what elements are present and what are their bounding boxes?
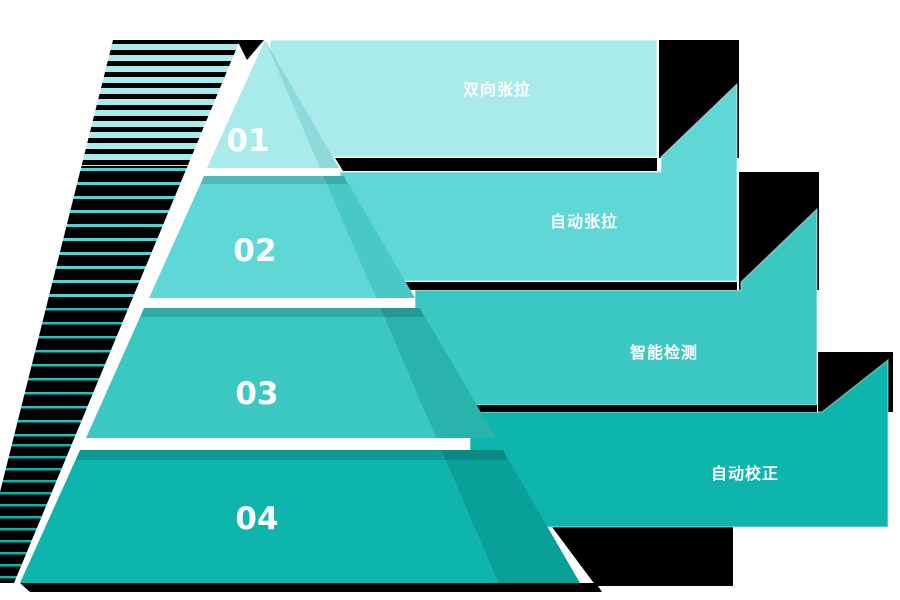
ribbon3-under-shadow xyxy=(473,405,817,412)
pyramid-fold3 xyxy=(380,308,496,438)
stripe-zone-1 xyxy=(0,40,240,166)
pyramid-fold1 xyxy=(265,40,339,168)
pyramid-base-shadow xyxy=(20,583,602,592)
ribbon1-under-shadow xyxy=(335,158,657,171)
level1-number: 01 xyxy=(226,123,269,159)
level2-number: 02 xyxy=(233,233,276,269)
pyramid-band4 xyxy=(20,450,498,583)
band2-top-shading xyxy=(201,176,347,184)
pyramid-band1 xyxy=(207,40,320,168)
band3-top-shading xyxy=(140,308,424,317)
pyramid-band3 xyxy=(86,308,436,438)
level3-number: 03 xyxy=(235,376,278,412)
level3-label: 智能检测 xyxy=(630,343,698,362)
level4-label: 自动校正 xyxy=(711,464,779,483)
pyramid-band2 xyxy=(149,176,376,298)
ribbon2-under-shadow xyxy=(403,282,737,290)
band4-top-shading xyxy=(76,450,507,460)
apex-shadow-notch xyxy=(237,40,264,60)
level1-label: 双向张拉 xyxy=(463,80,531,99)
pyramid-fold4 xyxy=(441,450,580,583)
pyramid-fold2 xyxy=(323,176,415,298)
level2-label: 自动张拉 xyxy=(550,212,618,231)
level4-number: 04 xyxy=(235,501,278,537)
ribbon4-bottom-shadow xyxy=(552,527,733,586)
